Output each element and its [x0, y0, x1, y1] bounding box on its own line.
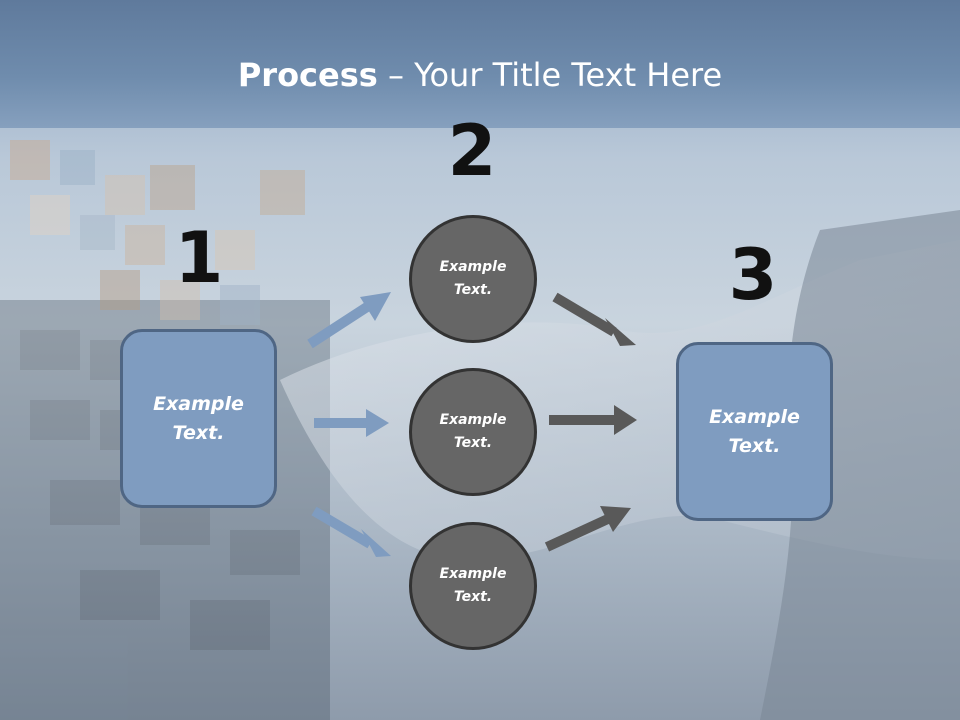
- step-1-box-label: Example Text.: [153, 392, 244, 444]
- photo-collage-tiles: [10, 140, 305, 325]
- gray-arrow-group: [544, 292, 637, 552]
- step-2-circle-top-label: Example Text.: [439, 259, 507, 298]
- title-rest: – Your Title Text Here: [377, 56, 723, 94]
- step-2-circle-top: Example Text.: [409, 215, 537, 343]
- step-number-3: 3: [728, 234, 778, 316]
- step-3-box-label: Example Text.: [709, 405, 800, 457]
- slide-title: Process – Your Title Text Here: [0, 54, 960, 96]
- step-1-box: Example Text.: [120, 329, 277, 508]
- title-bold: Process: [237, 56, 378, 94]
- step-2-circle-bottom-label: Example Text.: [439, 566, 507, 605]
- step-number-2: 2: [447, 110, 497, 192]
- arrow-box1-to-circle-middle: [314, 409, 389, 437]
- title-bar: [0, 0, 960, 128]
- arrow-circle-middle-to-box3: [549, 405, 637, 435]
- step-2-circle-middle-label: Example Text.: [439, 412, 507, 451]
- arrow-box1-to-circle-bottom: [311, 506, 391, 557]
- arrow-circle-top-to-box3: [552, 292, 636, 346]
- step-2-circle-bottom: Example Text.: [409, 522, 537, 650]
- arrow-box1-to-circle-top: [307, 292, 391, 349]
- step-number-1: 1: [174, 217, 224, 299]
- sleeve-shape: [760, 210, 960, 720]
- arrow-circle-bottom-to-box3: [544, 506, 631, 552]
- step-3-box: Example Text.: [676, 342, 833, 521]
- step-2-circle-middle: Example Text.: [409, 368, 537, 496]
- blue-arrow-group: [307, 292, 391, 557]
